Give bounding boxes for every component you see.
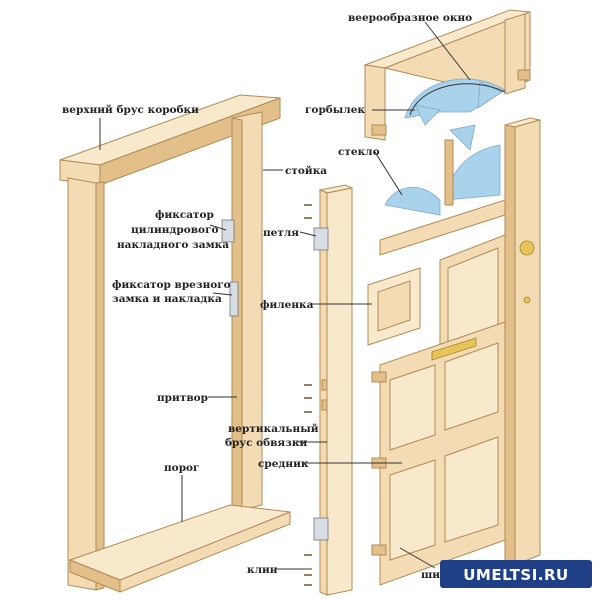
label-top-bar: верхний брус коробки (62, 104, 199, 116)
leader-tenon (399, 547, 436, 569)
stile-mortise (321, 379, 328, 391)
frame-keeper-plate (229, 281, 239, 317)
frame-hinge-plate (221, 219, 235, 243)
leaf-glazing-rail (379, 199, 506, 256)
leader-glass (374, 151, 403, 196)
fan-tenon (371, 124, 387, 136)
leaf-glass-pane (449, 124, 476, 151)
leaf-glass-pane (384, 186, 441, 216)
leader-hinge (299, 231, 317, 237)
label-glass: стекло (338, 146, 380, 158)
keyhole-escutcheon (523, 296, 531, 304)
stile-front (326, 187, 353, 596)
letter-slot (431, 337, 477, 361)
door-leaf (367, 117, 541, 586)
rail-tenon (371, 371, 387, 383)
label-cyl-keeper-3: накладного замка (117, 239, 229, 251)
label-panel: филенка (260, 299, 314, 311)
label-fan-window: веерообразное окно (348, 12, 472, 24)
label-vertical-stile-1: вертикальный (228, 423, 319, 435)
leaf-panel-inset (444, 436, 499, 543)
label-wedges: клин (247, 564, 278, 576)
glazing-bar-vertical (444, 139, 454, 206)
fan-frame-right (504, 13, 526, 95)
label-glazing-bar: горбылек (305, 104, 365, 116)
door-hinge-stile (304, 184, 354, 596)
frame-left-jamb-side (95, 181, 105, 591)
labels: веерообразное окно верхний брус коробки … (62, 12, 472, 581)
raised-panel-face (377, 280, 411, 332)
label-mortise-keeper-1: фиксатор врезного (112, 279, 231, 291)
stile-mortise (321, 399, 328, 411)
stile-hinge-upper (313, 227, 329, 251)
label-threshold: порог (164, 462, 199, 474)
leader-fan-window (424, 21, 471, 81)
leaf-stile-front (514, 119, 541, 566)
leaf-panel-inset (389, 459, 436, 561)
door-frame (59, 94, 291, 593)
leaf-panel-inset (389, 364, 436, 451)
watermark-badge (440, 560, 592, 588)
frame-threshold-front (119, 511, 291, 593)
fan-frame-left (364, 64, 386, 141)
fan-window (363, 9, 531, 141)
label-cyl-keeper-2: цилиндрового (131, 224, 219, 236)
leaf-stile-side (504, 124, 516, 566)
leader-mortise-keeper (212, 292, 233, 296)
stile-hinge-lower (313, 517, 329, 541)
leader-cyl-keeper (209, 224, 227, 231)
label-stile-post: стойка (285, 165, 327, 177)
wedges-group (304, 204, 312, 586)
label-mid-rail: средник (258, 458, 309, 470)
leaf-panel-inset (444, 342, 499, 431)
label-cyl-keeper-1: фиксатор (155, 209, 214, 221)
door-knob (519, 240, 535, 256)
fan-arch-line (409, 83, 506, 116)
frame-left-jamb (67, 177, 97, 591)
fan-glass-pane (414, 104, 441, 126)
watermark-text: UMELTSI.RU (463, 566, 568, 584)
rail-tenon (371, 544, 387, 556)
label-rebate: притвор (157, 392, 208, 404)
leader-lines (99, 21, 471, 570)
label-hinge: петля (263, 227, 299, 239)
watermark: UMELTSI.RU (440, 560, 592, 588)
label-mortise-keeper-2: замка и накладка (112, 293, 222, 305)
label-vertical-stile-2: брус обвязки (225, 437, 307, 449)
fan-tenon (517, 69, 531, 81)
